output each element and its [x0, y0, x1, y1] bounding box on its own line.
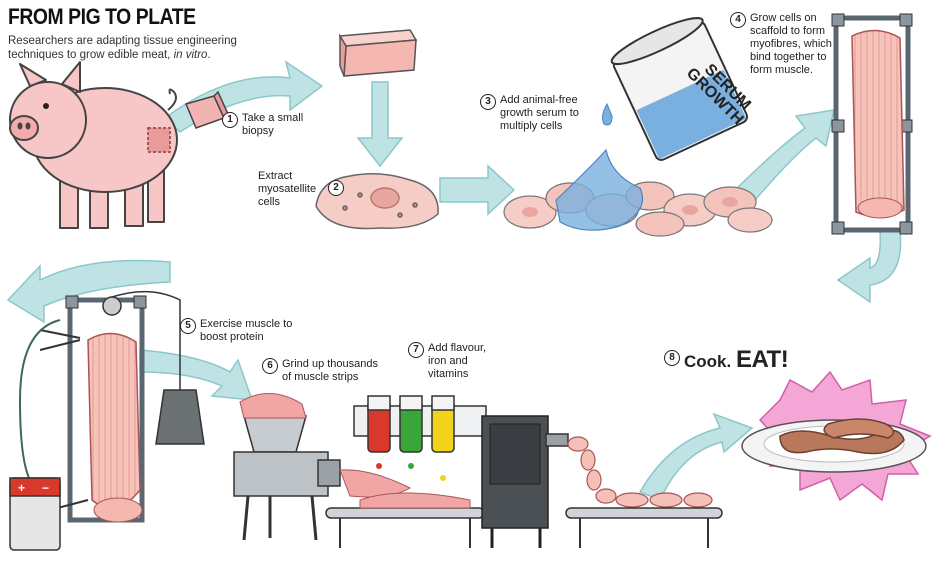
- weight: [155, 389, 205, 445]
- arrow-sausage-to-plate: [638, 412, 754, 501]
- battery-minus: −: [42, 481, 49, 495]
- step-1-number: 1: [222, 112, 238, 128]
- extracted-cells: [315, 173, 439, 230]
- arrow-cells-to-serum: [439, 164, 516, 216]
- arrow-exercise-to-grinder: [139, 349, 254, 401]
- step-2-number: 2: [328, 180, 344, 196]
- step-5-number: 5: [180, 318, 196, 334]
- pig-illustration: [9, 61, 178, 229]
- subtitle-italic: in vitro: [173, 49, 208, 61]
- flavour-bottles: [353, 395, 487, 481]
- step-7-number: 7: [408, 342, 424, 358]
- biopsy-sample: [184, 90, 229, 129]
- arrow-down-to-cells: [356, 81, 404, 168]
- page-title: FROM PIG TO PLATE: [8, 4, 196, 29]
- battery-plus: +: [18, 481, 25, 495]
- subtitle-text: Researchers are adapting tissue engineer…: [8, 35, 237, 61]
- step-2-text: Extract myosatellite cells: [258, 170, 317, 208]
- step-6-number: 6: [262, 358, 278, 374]
- meat-grinder: [233, 393, 412, 541]
- page-subtitle: Researchers are adapting tissue engineer…: [8, 34, 258, 62]
- step-6-text: Grind up thousands of muscle strips: [282, 358, 379, 383]
- battery: + −: [9, 477, 61, 551]
- conveyor-belt-right: [565, 507, 723, 548]
- step-8-number: 8: [664, 350, 680, 366]
- tissue-cube: [338, 29, 418, 77]
- step-3-number: 3: [480, 94, 496, 110]
- step-2-label: Extract myosatellite cells 2: [258, 170, 350, 209]
- growth-serum-jar: GROWTH SERUM: [602, 17, 754, 161]
- step-7-text: Add flavour, iron and vitamins: [428, 342, 487, 380]
- step-5-text: Exercise muscle to boost protein: [200, 318, 293, 343]
- conveyor-belt-left: [325, 492, 485, 548]
- step-3-text: Add animal-free growth serum to multiply…: [500, 94, 579, 132]
- plate-with-sausages: [741, 370, 932, 502]
- step-4-number: 4: [730, 12, 746, 28]
- sausage-chain: [567, 436, 713, 508]
- arrow-scaffold-down: [836, 229, 902, 304]
- subtitle-end: .: [207, 49, 211, 61]
- arrow-serum-to-scaffold: [723, 109, 835, 213]
- scaffold-with-muscle: [831, 13, 913, 235]
- arrow-left-to-exercise: [6, 259, 171, 324]
- flow-arrows: [6, 60, 902, 501]
- step-1-text: Take a small biopsy: [242, 112, 304, 137]
- multiplying-cells: [503, 148, 773, 237]
- step-8-text-small: Cook.: [684, 352, 732, 371]
- step-8-text-big: EAT!: [735, 346, 789, 373]
- sausage-machine: [481, 415, 569, 548]
- step-4-text: Grow cells on scaffold to form myofibres…: [750, 12, 832, 76]
